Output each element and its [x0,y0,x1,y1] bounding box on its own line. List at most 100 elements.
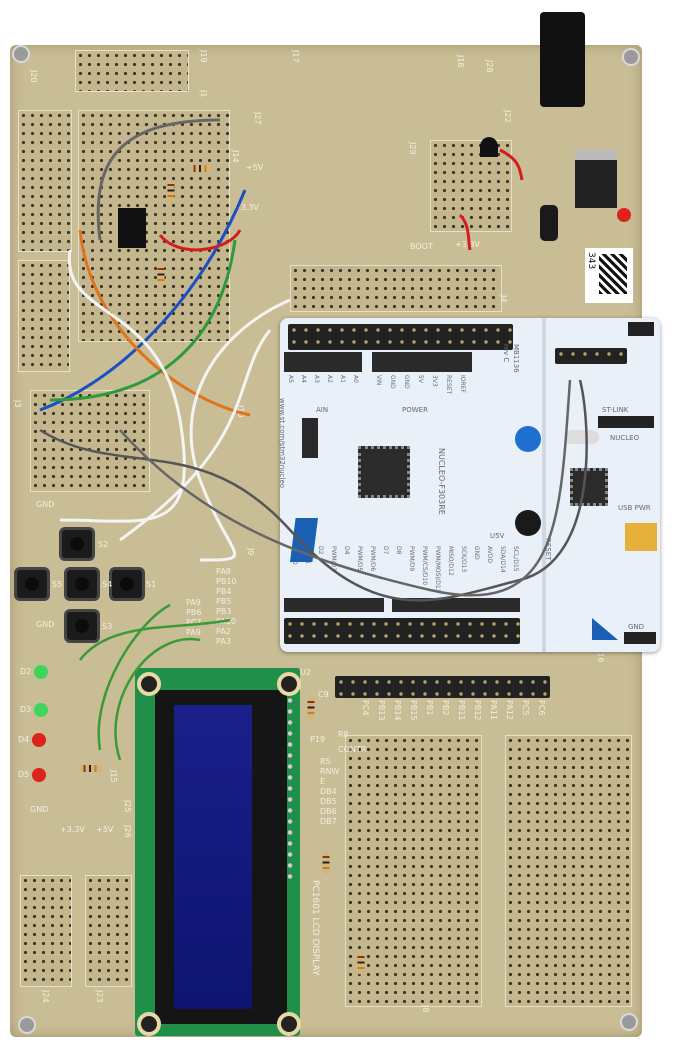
reset-button[interactable] [515,510,541,536]
voltage-regulator [575,150,617,208]
switch-label: S5 [52,580,63,589]
switch-label: S1 [146,580,157,589]
led-d2 [34,665,48,679]
stlink-divider [542,318,546,652]
perfboard-area [505,735,632,1007]
led-label: D2 [20,667,32,676]
stlink-jumpers[interactable] [598,416,654,428]
wire-gray [39,379,588,602]
perfboard-area [18,260,70,372]
led-d5 [32,768,46,782]
lcd-pin-label: DB4 [320,787,337,796]
led-d4 [32,733,46,747]
contr-label: CONTR [338,745,367,754]
port-label: PA9 [186,598,201,607]
port-label: PB4 [216,587,232,596]
port-label: PA9 [186,628,201,637]
wire-red [158,229,242,252]
perfboard-area [18,110,72,252]
arduino-header-digital-2 [392,598,520,612]
switch-s1[interactable] [112,570,142,598]
mounting-hole [622,48,640,66]
v33-label: +3.3V [455,240,480,249]
transistor [480,137,498,157]
stm32-mcu [358,446,410,498]
gnd-label: GND [628,623,645,631]
wire-green [97,603,171,751]
usb-pwr-label: USB PWR [618,504,651,512]
port-label: PB10 [216,577,237,586]
swd-header [555,348,627,364]
perfboard-area [345,735,482,1007]
wire-white [189,298,291,562]
mini-usb-port[interactable] [625,523,657,551]
r8-label: R8 [338,730,349,739]
arduino-header-ain [284,352,362,372]
gnd-jumper[interactable] [624,632,656,644]
port-label: PB5 [216,597,232,606]
wire-white [119,329,272,542]
wire-green [49,239,237,402]
perfboard-area [290,265,502,312]
gnd-label: GND [36,500,55,509]
perfboard-area [20,875,72,987]
lcd-pin-label: DB5 [320,797,337,806]
switch-label: S3 [102,622,113,631]
dip-ic [118,208,146,248]
lcd-pin-header [286,695,294,885]
electrolytic-capacitor [540,205,558,241]
arduino-header-digital [284,598,384,612]
switch-s2[interactable] [62,530,92,558]
port-label: PB6 [186,608,202,617]
morpho-header-top [288,324,513,350]
crystal [302,418,318,458]
lcd-mount-hole [277,1012,301,1036]
stlink-label: ST-LINK [602,406,629,414]
port-label: PC7 [186,618,202,627]
user-button[interactable] [515,426,541,452]
lcd-pin-label: RS [320,757,331,766]
resistor [190,165,212,172]
switch-s3[interactable] [67,612,97,640]
wire-gray [119,379,572,597]
port-label: PA8 [216,567,231,576]
port-labels-left2: PA9 PB6 PC7 PA9 [186,598,202,637]
switch-s4[interactable] [67,570,97,598]
v33-label: +3.3V [234,203,259,212]
mounting-hole [18,1016,36,1034]
lcd-mount-hole [137,672,161,696]
jumper[interactable] [628,322,654,336]
led-label: D5 [18,770,30,779]
stlink-crystal [565,430,599,444]
gnd-label: GND [30,805,49,814]
switch-s5[interactable] [17,570,47,598]
mounting-hole [12,45,30,63]
lcd-mount-hole [277,672,301,696]
v33-label: +3.3V [60,825,85,834]
lcd-pin-label: DB7 [320,817,337,826]
resistor [80,765,102,772]
wire-red [458,213,472,251]
u2-label: U2 [300,668,311,677]
led-label: D3 [20,705,32,714]
ain-label: AIN [316,406,329,414]
lcd-mount-hole [137,1012,161,1036]
gnd-label: GND [36,620,55,629]
lcd-pin-label: DB6 [320,807,337,816]
lcd-pin-labels: RS RNW E DB4 DB5 DB6 DB7 [320,757,339,826]
wire-gray [96,118,221,241]
morpho-header-bottom [284,618,520,644]
perfboard-area [85,875,132,987]
lcd-pin-label: RNW [320,767,340,776]
power-label: POWER [402,406,428,414]
led-d3 [34,703,48,717]
dc-power-jack [540,12,585,107]
led-label: D4 [18,735,30,744]
boot-label: BOOT [410,242,433,251]
switch-label: S4 [102,580,113,589]
qr-code-sticker [585,248,633,303]
v5-label: +5V [246,163,264,172]
nucleo-label: NUCLEO [610,434,640,442]
wire-orange [78,229,251,417]
